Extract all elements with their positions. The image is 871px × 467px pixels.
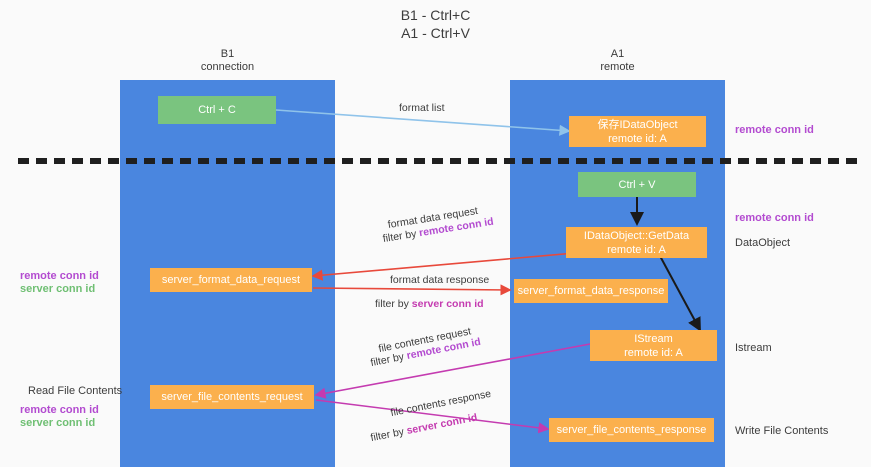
connector-file-contents-response xyxy=(315,399,550,434)
node-save-idataobject[interactable]: 保存IDataObject remote id: A xyxy=(569,116,706,147)
edge-label-format-list: format list xyxy=(399,102,445,115)
lane-header-b1: B1 connection xyxy=(120,48,335,74)
title-line-2: A1 - Ctrl+V xyxy=(401,25,470,41)
connector-file-contents-request xyxy=(314,343,591,399)
edge-label-format-data-response-filter: filter by server conn id xyxy=(375,298,484,311)
lane-b1-name: B1 xyxy=(220,48,235,60)
annotation-dataobject-text: DataObject xyxy=(735,237,791,249)
annotation-left-server-conn-id: server conn id xyxy=(20,282,95,296)
connector-format-list xyxy=(275,109,571,136)
node-server-file-contents-request[interactable]: server_file_contents_request xyxy=(150,385,314,409)
connector-format-data-request xyxy=(311,252,576,281)
lane-a1-sub: remote xyxy=(600,61,635,73)
node-server-format-data-response-label: server_format_data_response xyxy=(517,285,665,297)
node-ctrl-v-label: Ctrl + V xyxy=(618,178,656,191)
annotation-write-file-contents-text: Write File Contents xyxy=(735,425,829,437)
node-istream-line2: remote id: A xyxy=(624,346,683,359)
annotation-left-remote-conn-id-2-text: remote conn id xyxy=(20,404,99,416)
annotation-left-server-conn-id-2-text: server conn id xyxy=(20,417,96,429)
annotation-read-file-contents-text: Read File Contents xyxy=(28,385,123,397)
annotation-istream: Istream xyxy=(735,341,772,355)
annotation-remote-conn-id-top: remote conn id xyxy=(735,123,814,137)
node-ctrl-c-label: Ctrl + C xyxy=(198,104,236,116)
annotation-left-server-conn-id-2: server conn id xyxy=(20,416,95,430)
node-server-file-contents-response[interactable]: server_file_contents_response xyxy=(549,418,714,442)
node-server-file-contents-response-label: server_file_contents_response xyxy=(556,424,707,436)
edge-label-format-list-text: format list xyxy=(399,102,445,114)
node-getdata-line1: IDataObject::GetData xyxy=(583,229,690,242)
lane-b1-sub: connection xyxy=(200,61,255,73)
node-idataobject-getdata[interactable]: IDataObject::GetData remote id: A xyxy=(566,227,707,258)
annotation-remote-conn-id-mid-text: remote conn id xyxy=(735,212,814,224)
annotation-left-server-conn-id-text: server conn id xyxy=(20,283,96,295)
annotation-left-remote-conn-id-text: remote conn id xyxy=(20,270,99,282)
filter-prefix-2: filter by xyxy=(375,298,412,310)
lane-a1-name: A1 xyxy=(610,48,625,60)
node-server-format-data-response[interactable]: server_format_data_response xyxy=(514,279,668,303)
page-title: B1 - Ctrl+C A1 - Ctrl+V xyxy=(0,6,871,42)
filter-key-server-conn-id: server conn id xyxy=(411,298,484,310)
annotation-istream-text: Istream xyxy=(735,342,772,354)
edge-label-format-data-response-text: format data response xyxy=(390,274,490,286)
annotation-remote-conn-id-top-text: remote conn id xyxy=(735,124,814,136)
title-line-1: B1 - Ctrl+C xyxy=(400,7,471,23)
node-istream-line1: IStream xyxy=(634,332,673,345)
annotation-dataobject: DataObject xyxy=(735,236,790,250)
node-ctrl-c[interactable]: Ctrl + C xyxy=(158,96,276,124)
annotation-left-remote-conn-id-2: remote conn id xyxy=(20,403,99,417)
node-save-idataobject-line1: 保存IDataObject xyxy=(597,118,678,131)
node-server-file-contents-request-label: server_file_contents_request xyxy=(161,391,303,403)
connector-getdata-istream xyxy=(659,255,701,332)
lane-header-a1: A1 remote xyxy=(510,48,725,74)
node-server-format-data-request[interactable]: server_format_data_request xyxy=(150,268,312,292)
annotation-left-remote-conn-id: remote conn id xyxy=(20,269,99,283)
node-ctrl-v[interactable]: Ctrl + V xyxy=(578,172,696,197)
node-server-format-data-request-label: server_format_data_request xyxy=(161,274,301,286)
annotation-read-file-contents: Read File Contents xyxy=(28,384,122,398)
connector-format-data-response xyxy=(312,284,512,296)
annotation-remote-conn-id-mid: remote conn id xyxy=(735,211,814,225)
node-getdata-line2: remote id: A xyxy=(607,243,666,256)
edge-label-format-data-response: format data response xyxy=(390,274,489,287)
node-istream[interactable]: IStream remote id: A xyxy=(590,330,717,361)
annotation-write-file-contents: Write File Contents xyxy=(735,424,828,438)
node-save-idataobject-line2: remote id: A xyxy=(608,132,667,145)
